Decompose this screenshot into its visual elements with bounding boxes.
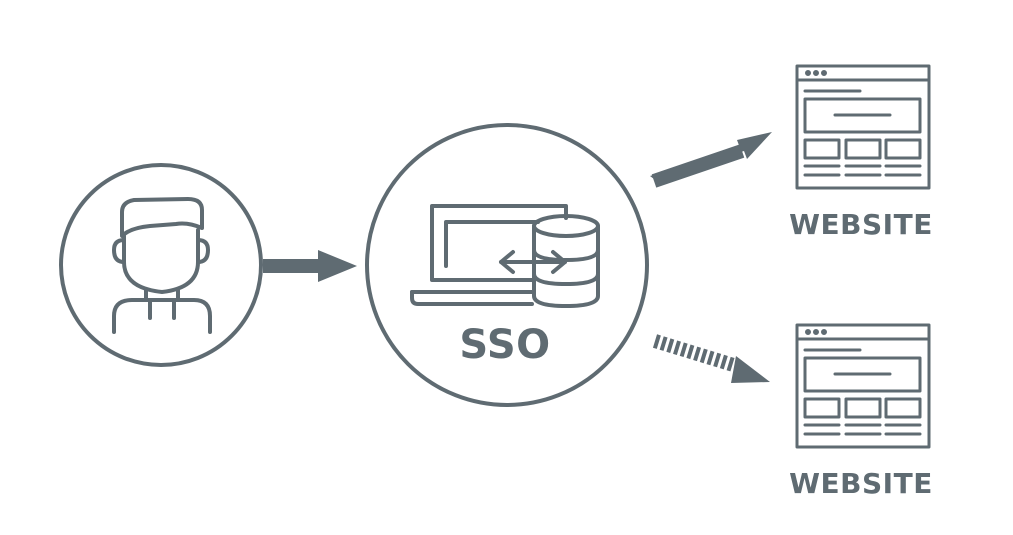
browser-window-icon [795, 323, 931, 449]
sso-node-circle [365, 123, 649, 407]
user-node-circle [59, 163, 263, 367]
bidirectional-arrow-icon [499, 250, 567, 274]
sso-label: SSO [459, 322, 551, 368]
arrow-sso-to-website-2-dashed [652, 334, 743, 374]
arrow-sso-to-website-1-shaft [651, 144, 745, 188]
website-label: WEBSITE [789, 208, 933, 241]
website-label: WEBSITE [789, 467, 933, 500]
user-avatar-icon [112, 197, 212, 334]
arrow-sso-to-website-2-head [731, 356, 770, 383]
browser-window-icon [795, 64, 931, 190]
laptop-icon [410, 204, 568, 306]
arrow-user-to-sso [263, 250, 357, 282]
database-icon [532, 214, 600, 308]
